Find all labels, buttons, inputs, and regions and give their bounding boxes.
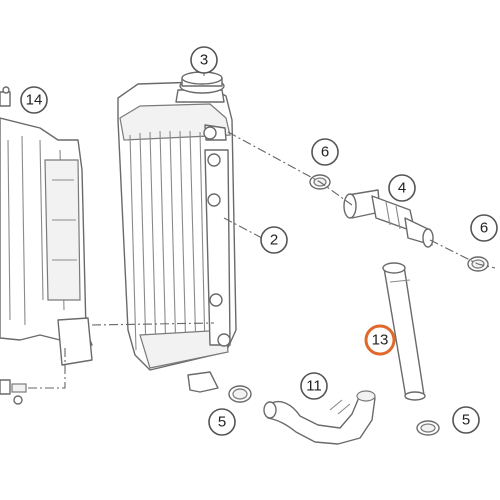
callout-6-upper[interactable]: 6 — [311, 138, 339, 166]
leader-mid — [91, 322, 215, 326]
leader-upper-hose — [227, 131, 353, 206]
callout-3[interactable]: 3 — [190, 46, 218, 74]
svg-text:4: 4 — [398, 180, 406, 197]
svg-text:13: 13 — [372, 332, 389, 349]
hose-clamp-lower-left — [228, 385, 252, 403]
hose-clamp-lower-right — [416, 420, 440, 436]
svg-text:3: 3 — [200, 52, 208, 69]
svg-text:14: 14 — [26, 92, 43, 109]
svg-text:6: 6 — [480, 220, 488, 237]
callout-11[interactable]: 11 — [300, 372, 328, 400]
hose-fitting — [343, 189, 434, 248]
coolant-pipe — [382, 262, 426, 401]
svg-text:5: 5 — [462, 412, 470, 429]
leader-bolt — [28, 345, 66, 389]
callout-14[interactable]: 14 — [20, 86, 48, 114]
radiator-lower-outlet — [187, 371, 219, 393]
radiator-core — [117, 81, 237, 371]
callout-2[interactable]: 2 — [260, 226, 288, 254]
svg-text:2: 2 — [270, 232, 278, 249]
callout-13[interactable]: 13 — [364, 324, 396, 356]
radiator-cap — [179, 71, 225, 94]
callout-6-right[interactable]: 6 — [470, 214, 498, 242]
svg-text:11: 11 — [306, 378, 322, 395]
shroud-clip — [0, 86, 11, 107]
callout-4[interactable]: 4 — [388, 174, 416, 202]
coolant-hose — [263, 390, 376, 445]
callout-5-right[interactable]: 5 — [452, 406, 480, 434]
leader-radiator — [223, 217, 263, 239]
callout-5-left[interactable]: 5 — [208, 408, 236, 436]
svg-text:6: 6 — [321, 144, 329, 161]
leader-right — [429, 239, 496, 269]
svg-text:5: 5 — [218, 414, 226, 431]
radiator-shroud — [0, 117, 93, 366]
bolt-fastener — [0, 379, 27, 405]
